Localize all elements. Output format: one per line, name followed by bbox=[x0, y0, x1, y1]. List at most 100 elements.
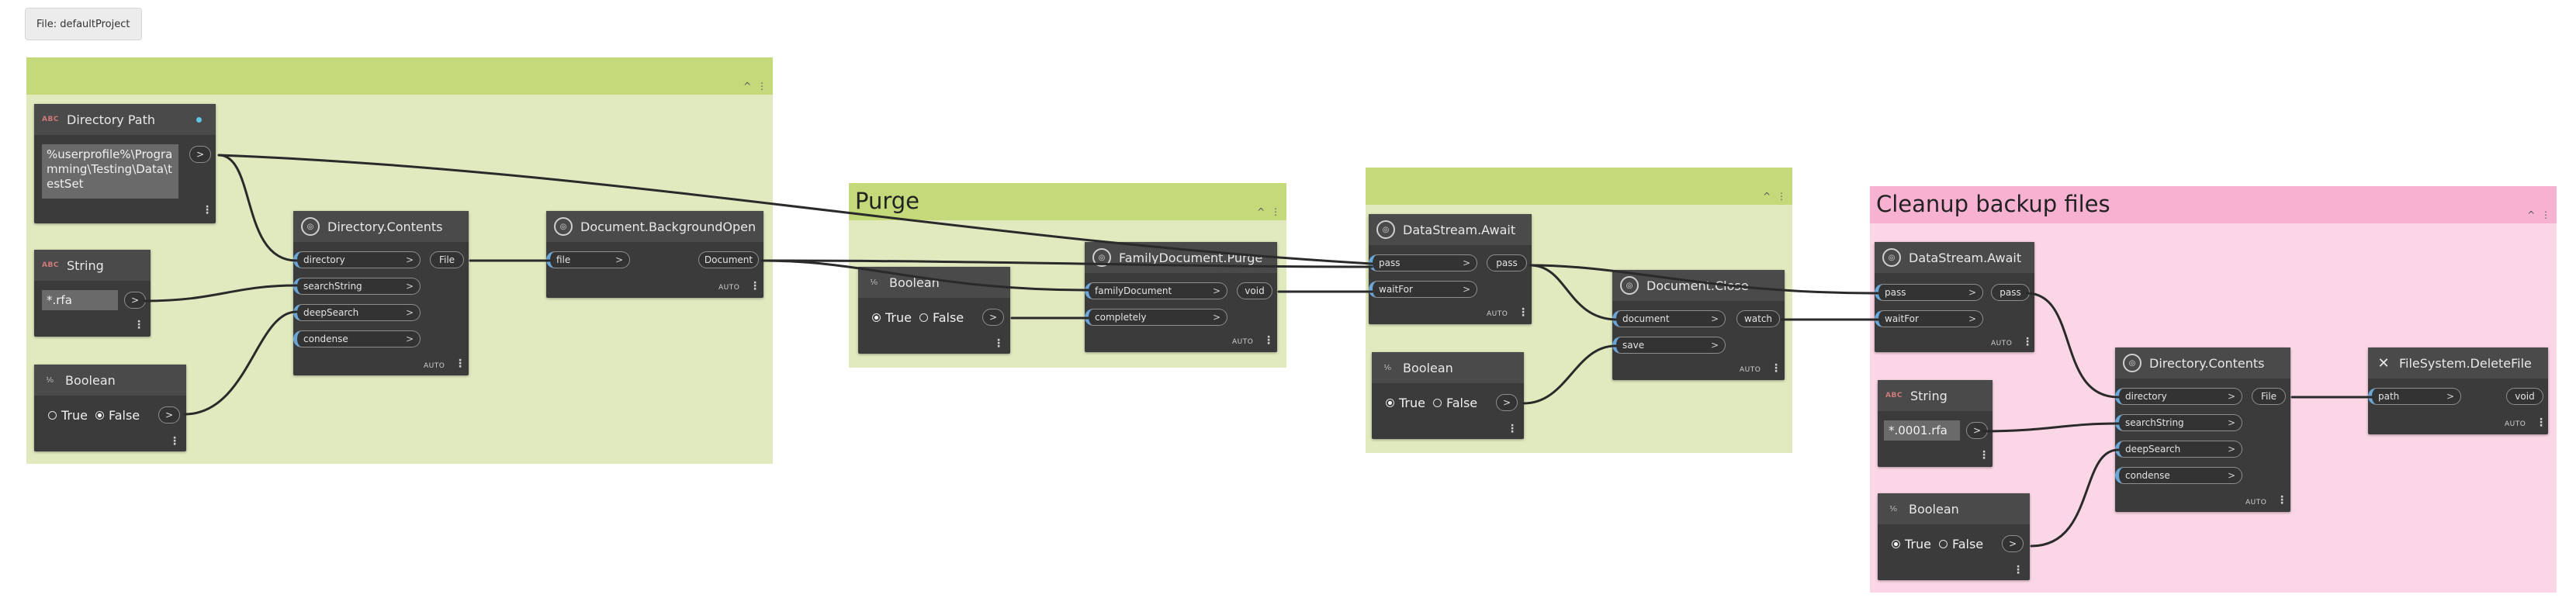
node-header[interactable]: ◎ Directory.Contents bbox=[2115, 347, 2290, 379]
radio-true[interactable] bbox=[1386, 399, 1394, 407]
node-string[interactable]: ABC String *.0001.rfa > ⋮ bbox=[1878, 380, 1993, 467]
input-port-familydocument[interactable]: familyDocument> bbox=[1085, 282, 1227, 299]
output-port[interactable]: > bbox=[1496, 394, 1518, 411]
node-menu-icon[interactable]: ⋮ bbox=[133, 319, 144, 331]
node-header[interactable]: ◎ Document.BackgroundOpen bbox=[546, 211, 763, 242]
node-document-close[interactable]: ◎ Document.Close document> save> watch A… bbox=[1612, 270, 1785, 380]
node-filesystem-deletefile[interactable]: ✕ FileSystem.DeleteFile path> void AUTO … bbox=[2368, 347, 2548, 434]
output-port[interactable]: > bbox=[1966, 422, 1988, 439]
node-directory-contents[interactable]: ◎ Directory.Contents directory> searchSt… bbox=[293, 211, 469, 375]
string-value[interactable]: *.0001.rfa bbox=[1884, 420, 1960, 441]
input-port-condense[interactable]: condense> bbox=[293, 330, 421, 347]
input-port-completely[interactable]: completely> bbox=[1085, 309, 1227, 326]
node-header[interactable]: ABC String bbox=[34, 250, 151, 281]
node-header[interactable]: ✕ FileSystem.DeleteFile bbox=[2368, 347, 2548, 379]
file-tab[interactable]: File: defaultProject bbox=[25, 8, 142, 40]
input-port-searchstring[interactable]: searchString> bbox=[293, 278, 421, 295]
collapse-icon[interactable]: ^ ⋮ bbox=[1257, 206, 1282, 217]
node-header[interactable]: ◎ DataStream.Await bbox=[1369, 214, 1532, 245]
input-port-pass[interactable]: pass> bbox=[1369, 254, 1477, 271]
input-port-deepsearch[interactable]: deepSearch> bbox=[293, 304, 421, 321]
node-document-backgroundopen[interactable]: ◎ Document.BackgroundOpen file> Document… bbox=[546, 211, 763, 298]
node-title: Boolean bbox=[889, 275, 940, 290]
node-directory-contents[interactable]: ◎ Directory.Contents directory> searchSt… bbox=[2115, 347, 2290, 512]
output-port[interactable]: > bbox=[158, 406, 180, 424]
input-port-document[interactable]: document> bbox=[1612, 310, 1726, 327]
node-familydocument-purge[interactable]: ◎ FamilyDocument.Purge familyDocument> c… bbox=[1085, 242, 1277, 352]
node-header[interactable]: ⅟₀ Boolean bbox=[858, 267, 1010, 298]
radio-true[interactable] bbox=[1892, 540, 1900, 548]
node-menu-icon[interactable]: ⋮ bbox=[2013, 564, 2024, 576]
node-header[interactable]: ⅟₀ Boolean bbox=[1878, 493, 2030, 524]
collapse-icon[interactable]: ^ ⋮ bbox=[743, 81, 768, 92]
input-port-waitfor[interactable]: waitFor> bbox=[1875, 310, 1983, 327]
output-port-watch[interactable]: watch bbox=[1736, 310, 1780, 327]
node-header[interactable]: ◎ DataStream.Await bbox=[1875, 242, 2034, 273]
node-menu-icon[interactable]: ⋮ bbox=[1979, 449, 1989, 462]
node-menu-icon[interactable]: ⋮ bbox=[169, 435, 180, 448]
collapse-icon[interactable]: ^ ⋮ bbox=[1763, 191, 1788, 202]
radio-true[interactable] bbox=[872, 313, 881, 322]
group-header[interactable]: Cleanup backup files ^ ⋮ bbox=[1870, 186, 2557, 223]
node-menu-icon[interactable]: ⋮ bbox=[1263, 334, 1274, 347]
node-directory-path[interactable]: ABC Directory Path %userprofile%\Program… bbox=[34, 104, 216, 223]
output-port-pass[interactable]: pass bbox=[1991, 284, 2030, 301]
node-menu-icon[interactable]: ⋮ bbox=[2277, 494, 2287, 506]
radio-false[interactable] bbox=[919, 313, 928, 322]
directory-path-value[interactable]: %userprofile%\Programming\Testing\Data\t… bbox=[42, 144, 178, 199]
input-port-save[interactable]: save> bbox=[1612, 337, 1726, 354]
output-port-file[interactable]: File bbox=[430, 251, 464, 268]
node-datastream-await[interactable]: ◎ DataStream.Await pass> waitFor> pass A… bbox=[1369, 214, 1532, 324]
output-port[interactable]: > bbox=[982, 309, 1004, 326]
node-boolean[interactable]: ⅟₀ Boolean True False > ⋮ bbox=[1372, 352, 1524, 439]
radio-false[interactable] bbox=[1432, 399, 1442, 407]
output-port-void[interactable]: void bbox=[2506, 388, 2543, 405]
output-port-void[interactable]: void bbox=[1237, 282, 1272, 299]
node-title: Boolean bbox=[1403, 360, 1453, 375]
input-port-deepsearch[interactable]: deepSearch> bbox=[2115, 441, 2242, 458]
radio-true[interactable] bbox=[48, 411, 57, 420]
node-header[interactable]: ◎ Document.Close bbox=[1612, 270, 1785, 301]
input-port-directory[interactable]: directory> bbox=[2115, 388, 2242, 405]
node-header[interactable]: ◎ Directory.Contents bbox=[293, 211, 469, 242]
input-port-file[interactable]: file> bbox=[546, 251, 630, 268]
node-header[interactable]: ABC Directory Path bbox=[34, 104, 216, 135]
node-menu-icon[interactable]: ⋮ bbox=[993, 337, 1004, 350]
input-port-directory[interactable]: directory> bbox=[293, 251, 421, 268]
input-port-searchstring[interactable]: searchString> bbox=[2115, 414, 2242, 431]
output-port[interactable]: > bbox=[2002, 535, 2024, 552]
group-header[interactable]: ^ ⋮ bbox=[1366, 168, 1792, 205]
radio-false[interactable] bbox=[1938, 540, 1948, 548]
node-header[interactable]: ⅟₀ Boolean bbox=[34, 365, 186, 396]
node-menu-icon[interactable]: ⋮ bbox=[1771, 362, 1781, 375]
node-menu-icon[interactable]: ⋮ bbox=[455, 358, 466, 370]
node-menu-icon[interactable]: ⋮ bbox=[2022, 336, 2033, 348]
node-boolean[interactable]: ⅟₀ Boolean True False > ⋮ bbox=[1878, 493, 2030, 580]
collapse-icon[interactable]: ^ ⋮ bbox=[2527, 209, 2552, 220]
node-string[interactable]: ABC String *.rfa > ⋮ bbox=[34, 250, 151, 337]
node-header[interactable]: ◎ FamilyDocument.Purge bbox=[1085, 242, 1277, 273]
node-boolean[interactable]: ⅟₀ Boolean True False > ⋮ bbox=[858, 267, 1010, 354]
output-port[interactable]: > bbox=[124, 292, 146, 309]
node-header[interactable]: ABC String bbox=[1878, 380, 1993, 411]
output-port[interactable]: > bbox=[189, 146, 211, 163]
output-port-pass[interactable]: pass bbox=[1487, 254, 1527, 271]
group-header[interactable]: Purge ^ ⋮ bbox=[849, 183, 1286, 220]
string-value[interactable]: *.rfa bbox=[42, 290, 118, 310]
node-menu-icon[interactable]: ⋮ bbox=[2536, 417, 2547, 429]
node-menu-icon[interactable]: ⋮ bbox=[202, 204, 213, 216]
group-header[interactable]: ^ ⋮ bbox=[26, 57, 773, 95]
node-menu-icon[interactable]: ⋮ bbox=[1507, 423, 1518, 435]
node-header[interactable]: ⅟₀ Boolean bbox=[1372, 352, 1524, 383]
output-port-file[interactable]: File bbox=[2252, 388, 2286, 405]
input-port-condense[interactable]: condense> bbox=[2115, 467, 2242, 484]
output-port-document[interactable]: Document bbox=[698, 251, 759, 268]
node-menu-icon[interactable]: ⋮ bbox=[750, 280, 760, 292]
node-boolean[interactable]: ⅟₀ Boolean True False > ⋮ bbox=[34, 365, 186, 451]
input-port-pass[interactable]: pass> bbox=[1875, 284, 1983, 301]
node-datastream-await[interactable]: ◎ DataStream.Await pass> waitFor> pass A… bbox=[1875, 242, 2034, 352]
radio-false[interactable] bbox=[95, 411, 104, 420]
node-menu-icon[interactable]: ⋮ bbox=[1518, 306, 1529, 319]
input-port-waitfor[interactable]: waitFor> bbox=[1369, 281, 1477, 298]
input-port-path[interactable]: path> bbox=[2368, 388, 2461, 405]
